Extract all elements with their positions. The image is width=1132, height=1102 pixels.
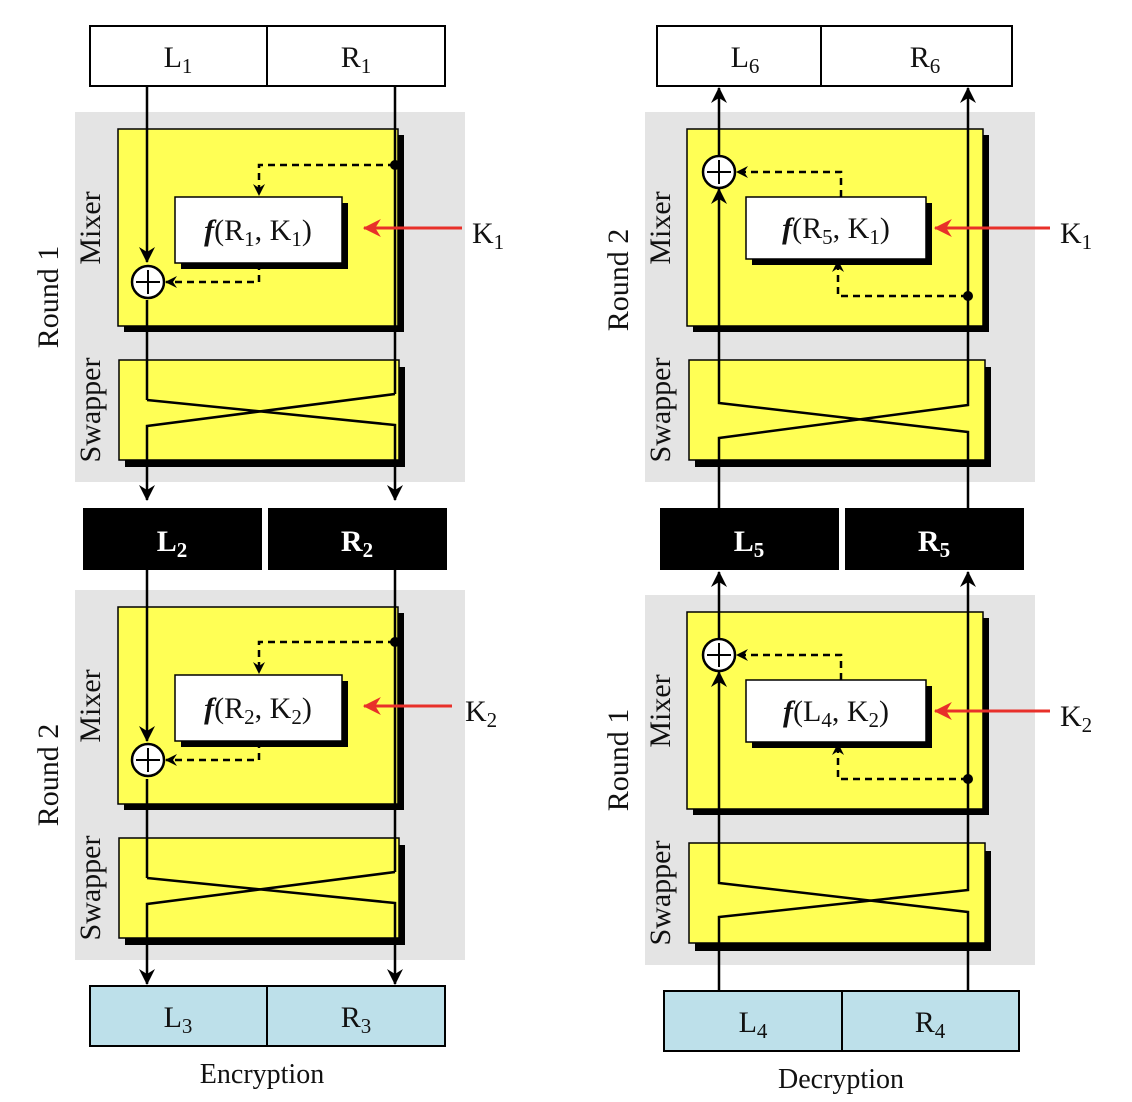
decryption-caption: Decryption <box>778 1064 904 1095</box>
xor-icon <box>130 742 166 778</box>
xor-icon <box>701 637 737 673</box>
xor-icon <box>701 154 737 190</box>
swapper-box <box>118 837 400 939</box>
swapper-label: Swapper <box>74 836 107 941</box>
intermediate-left-box <box>83 508 262 570</box>
encryption-column: L1 R1 Round 1 Mixer Swapper f(R1, K1) <box>32 25 504 1090</box>
swapper-box <box>118 359 400 461</box>
decryption-input-block: L4 R4 Decryption <box>663 990 1020 1095</box>
output-box <box>656 25 1013 87</box>
function-box <box>174 674 343 742</box>
function-box <box>745 679 927 743</box>
key-label: K1 <box>472 217 504 254</box>
label-L5: L5 <box>734 525 765 562</box>
function-box <box>745 196 927 260</box>
swapper-label: Swapper <box>74 358 107 463</box>
round-label: Round 2 <box>602 229 635 332</box>
function-label: f(R2, K2) <box>204 692 312 729</box>
decryption-intermediate-block: L5 R5 <box>660 508 1024 570</box>
swapper-label: Swapper <box>644 841 677 946</box>
label-L1: L1 <box>164 41 193 78</box>
label-R1: R1 <box>341 41 372 78</box>
label-R6: R6 <box>910 41 941 78</box>
round-label: Round 1 <box>32 246 65 349</box>
decryption-column: L6 R6 Round 2 Mixer Swapper f(R5, K1) <box>602 25 1092 1095</box>
decryption-output-block: L6 R6 <box>656 25 1013 87</box>
function-label: f(R5, K1) <box>782 212 890 249</box>
key-label: K2 <box>465 695 497 732</box>
encryption-input-block: L1 R1 <box>89 25 446 87</box>
encryption-round-1: Round 1 Mixer Swapper f(R1, K1) <box>32 86 504 501</box>
encryption-intermediate-block: L2 R2 <box>83 508 447 570</box>
mixer-label: Mixer <box>74 191 107 264</box>
mixer-label: Mixer <box>644 674 677 747</box>
label-L6: L6 <box>731 41 760 78</box>
round-label: Round 1 <box>602 709 635 812</box>
function-label: f(L4, K2) <box>783 695 889 732</box>
label-R4: R4 <box>915 1006 946 1043</box>
intermediate-right-box <box>268 508 447 570</box>
function-box <box>174 196 343 264</box>
encryption-output-block: L3 R3 Encryption <box>89 985 446 1090</box>
label-R3: R3 <box>341 1001 372 1038</box>
decryption-round-1: Round 1 Mixer Swapper f(L4, K2) K2 <box>602 571 1092 990</box>
swapper-box <box>688 359 986 461</box>
label-R2: R2 <box>341 525 373 562</box>
intermediate-right-box <box>845 508 1024 570</box>
xor-icon <box>130 264 166 300</box>
swapper-label: Swapper <box>644 358 677 463</box>
label-R5: R5 <box>918 525 950 562</box>
key-label: K1 <box>1060 217 1092 254</box>
mixer-label: Mixer <box>644 191 677 264</box>
mixer-label: Mixer <box>74 669 107 742</box>
intermediate-left-box <box>660 508 839 570</box>
encryption-round-2: Round 2 Mixer Swapper f(R2, K2) <box>32 570 497 985</box>
label-L2: L2 <box>157 525 188 562</box>
decryption-round-2: Round 2 Mixer Swapper f(R5, K1) K1 <box>602 87 1092 508</box>
function-label: f(R1, K1) <box>204 214 312 251</box>
label-L3: L3 <box>164 1001 193 1038</box>
key-label: K2 <box>1060 700 1092 737</box>
label-L4: L4 <box>739 1006 768 1043</box>
round-label: Round 2 <box>32 724 65 827</box>
encryption-caption: Encryption <box>200 1059 324 1090</box>
